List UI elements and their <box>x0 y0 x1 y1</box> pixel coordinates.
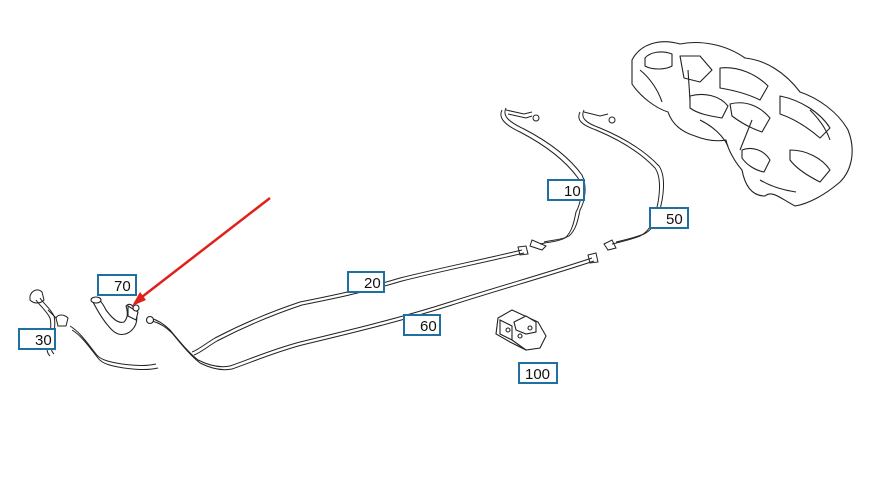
callout-100[interactable]: 100 <box>518 362 558 384</box>
callout-20[interactable]: 20 <box>347 271 385 293</box>
fuel-line-20 <box>191 245 529 356</box>
fuel-line-50 <box>578 109 664 251</box>
callout-50[interactable]: 50 <box>649 207 689 229</box>
callout-70[interactable]: 70 <box>97 274 137 296</box>
pointer-arrow <box>132 197 271 306</box>
hose-70 <box>90 296 155 336</box>
fuel-line-60 <box>149 252 599 371</box>
callout-60[interactable]: 60 <box>403 314 441 336</box>
callout-30[interactable]: 30 <box>18 328 56 350</box>
clip-100 <box>495 309 547 351</box>
callout-10[interactable]: 10 <box>547 179 585 201</box>
fuel-tank <box>631 41 853 207</box>
